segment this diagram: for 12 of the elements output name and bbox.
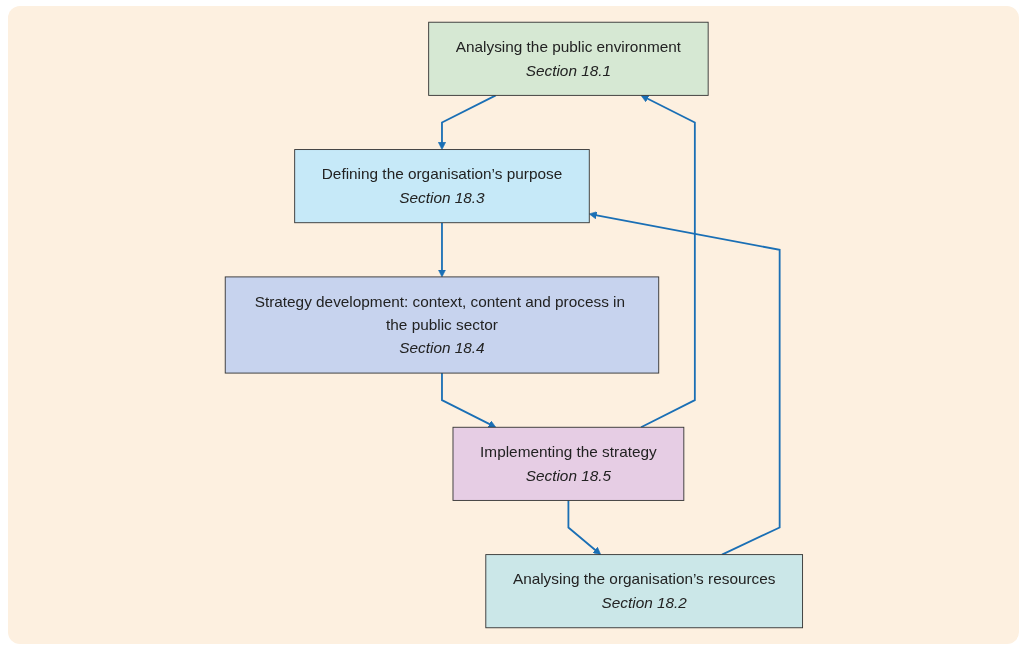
node-box (484, 554, 803, 629)
node-box (293, 149, 590, 224)
node-box (427, 21, 709, 96)
arrow (437, 94, 497, 150)
arrow (437, 221, 446, 278)
arrow (588, 211, 781, 556)
arrow (639, 95, 696, 429)
arrow (567, 499, 601, 555)
node-box (452, 426, 684, 501)
panel-background: Analysing the public environment Section 18.1 Analysing the organisation’s resources Section 18.2 Defining the organisation’s purpose Section 18.3 Strategy development: context, content and process in the public sector Section 18.4 Implementing the strategy Section 18.5 (8, 6, 1019, 644)
arrow (440, 372, 496, 428)
node-box (224, 276, 659, 374)
